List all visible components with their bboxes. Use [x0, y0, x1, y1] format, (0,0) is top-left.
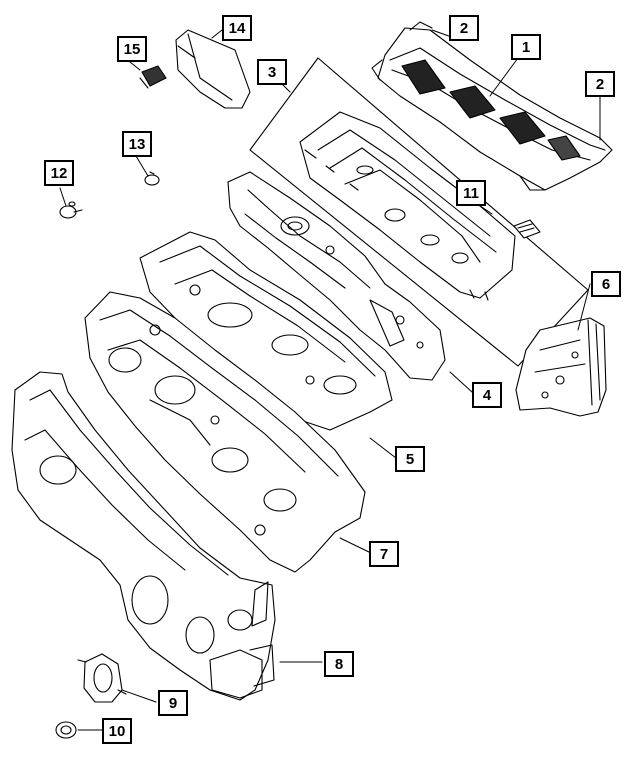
callout-6: 6 — [591, 271, 621, 297]
callout-4: 4 — [472, 382, 502, 408]
callout-7: 7 — [369, 541, 399, 567]
callout-11: 11 — [456, 180, 486, 206]
callout-10: 10 — [102, 718, 132, 744]
plug-part — [55, 721, 77, 739]
switch-part — [139, 65, 167, 89]
callout-15: 15 — [117, 36, 147, 62]
callout-1: 1 — [511, 34, 541, 60]
clip-part — [513, 219, 541, 239]
callout-12: 12 — [44, 160, 74, 186]
callout-5: 5 — [395, 446, 425, 472]
duct-part — [175, 29, 251, 109]
callout-8: 8 — [324, 651, 354, 677]
callout-9: 9 — [158, 690, 188, 716]
push-pin-part — [59, 201, 83, 219]
callout-2-right: 2 — [585, 71, 615, 97]
plenum-panel-part — [299, 111, 516, 301]
grommet-part — [77, 653, 127, 703]
retainer-part — [144, 171, 160, 186]
dash-reinforcement-part — [139, 231, 393, 431]
upper-dash-panel-part — [227, 171, 446, 381]
callout-2-top: 2 — [449, 15, 479, 41]
dash-insulator-part — [11, 371, 276, 701]
dash-panel-part — [84, 291, 366, 573]
cowl-panel-part — [371, 21, 613, 191]
callout-14: 14 — [222, 15, 252, 41]
side-bracket-part — [515, 317, 607, 417]
callout-13: 13 — [122, 131, 152, 157]
callout-3: 3 — [257, 59, 287, 85]
